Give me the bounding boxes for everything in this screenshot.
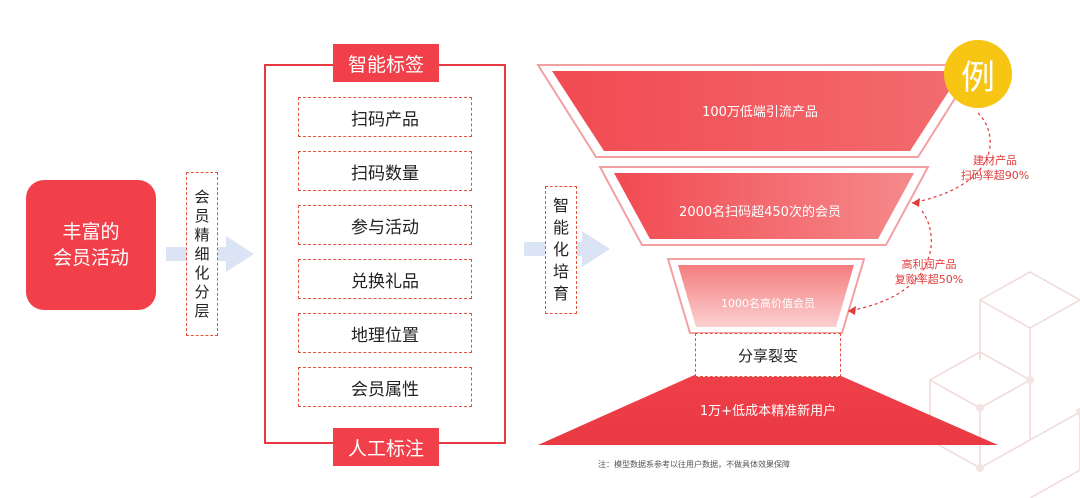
funnel-bottom-label: 1万+低成本精准新用户 — [699, 404, 837, 419]
tag-item: 扫码数量 — [298, 151, 472, 191]
funnel-tier2 — [614, 173, 914, 239]
cultivate-char: 育 — [552, 284, 569, 303]
cultivate-char: 化 — [552, 240, 569, 259]
funnel-tier1 — [552, 71, 962, 151]
rich-member-activity-box: 丰富的 会员活动 — [26, 180, 156, 310]
dashed-arrow-2 — [847, 210, 932, 312]
tag-item: 参与活动 — [298, 205, 472, 245]
refine-char: 会 — [194, 187, 210, 206]
tag-item: 兑换礼品 — [298, 259, 472, 299]
note2-line1: 高利润产品 — [901, 258, 957, 271]
side-note-high-profit: 高利润产品 复购率超50% — [888, 257, 970, 287]
footnote: 注：模型数据系参考以往用户数据，不做具体效果保障 — [598, 460, 790, 469]
note2-line2: 复购率超50% — [894, 273, 964, 286]
background-cubes — [928, 271, 1080, 498]
dashed-arrow-1 — [911, 112, 991, 204]
share-fission-box: 分享裂变 — [695, 333, 841, 377]
rich-box-line2: 会员活动 — [52, 247, 129, 269]
member-refine-layer-label: 会 员 精 细 化 分 层 — [186, 172, 218, 336]
funnel-tier3 — [678, 265, 854, 327]
cultivate-char: 能 — [552, 218, 569, 237]
funnel-tier3-label: 1000名高价值会员 — [721, 297, 815, 310]
funnel-tier3-outline — [666, 258, 866, 334]
smart-cultivation-label: 智 能 化 培 育 — [545, 186, 577, 314]
funnel-tier1-outline — [536, 64, 978, 158]
note1-line1: 建材产品 — [973, 154, 1017, 167]
manual-tag-label: 人工标注 — [333, 428, 439, 466]
tag-item: 扫码产品 — [298, 97, 472, 137]
refine-char: 员 — [194, 206, 210, 225]
refine-char: 分 — [194, 282, 210, 301]
example-badge: 例 — [944, 40, 1012, 108]
cultivate-char: 培 — [552, 262, 569, 281]
funnel-tier2-outline — [598, 166, 930, 246]
smart-tag-label: 智能标签 — [333, 44, 439, 82]
funnel-tier2-label: 2000名扫码超450次的会员 — [679, 205, 841, 220]
refine-char: 层 — [194, 301, 210, 320]
refine-char: 细 — [194, 244, 210, 263]
note1-line2: 扫码率超90% — [960, 169, 1030, 182]
refine-char: 精 — [194, 225, 210, 244]
side-note-building-material: 建材产品 扫码率超90% — [954, 153, 1036, 183]
funnel-tier1-label: 100万低端引流产品 — [702, 105, 818, 120]
funnel-diagram — [536, 64, 998, 445]
tag-item: 会员属性 — [298, 367, 472, 407]
rich-box-line1: 丰富的 — [62, 221, 120, 243]
funnel-bottom-triangle — [538, 343, 998, 445]
cultivate-char: 智 — [552, 196, 569, 215]
refine-char: 化 — [194, 263, 210, 282]
tag-item: 地理位置 — [298, 313, 472, 353]
